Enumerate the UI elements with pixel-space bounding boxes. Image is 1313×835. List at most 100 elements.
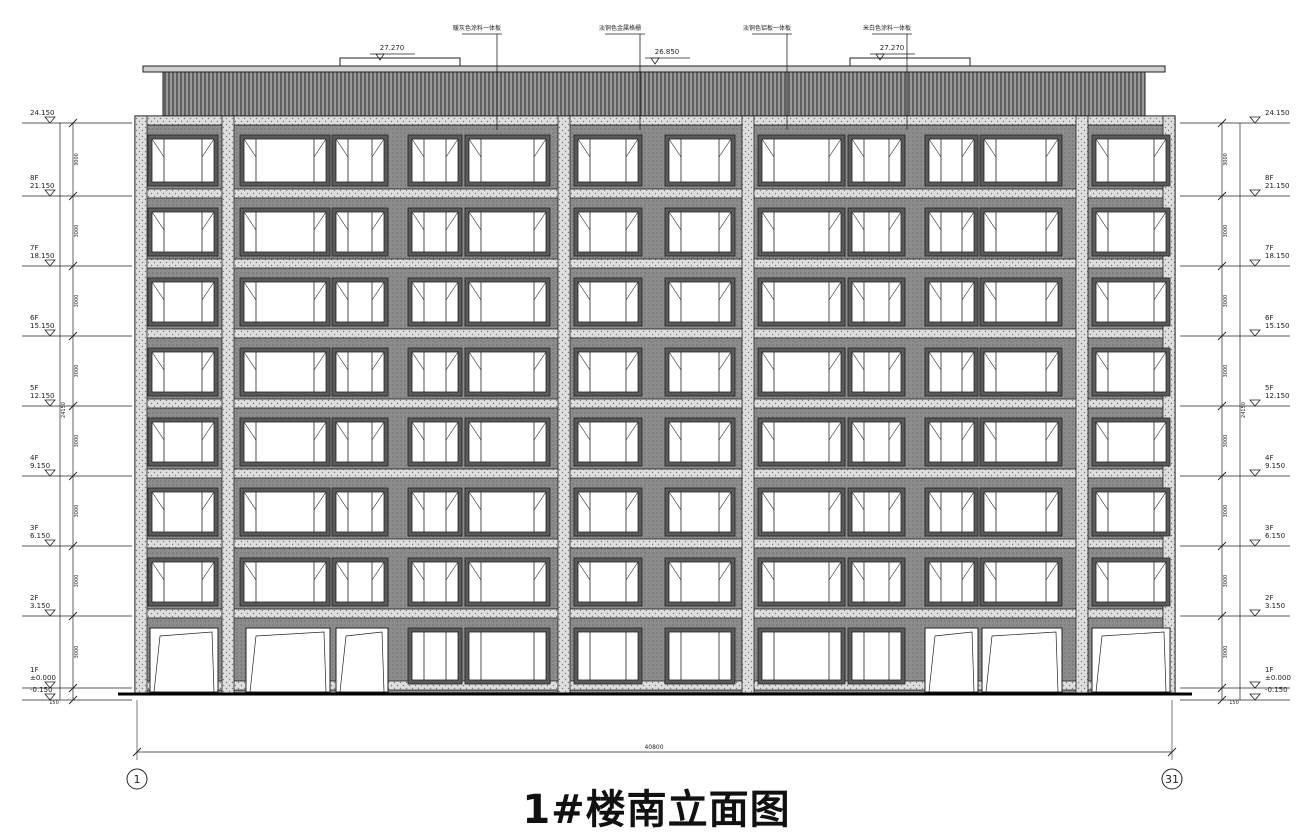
window-glass (243, 281, 327, 323)
window-open-mark (1095, 211, 1109, 231)
window-open-mark (961, 138, 975, 158)
window-open-mark (983, 561, 997, 581)
elevation-label: 9.150 (1265, 462, 1285, 470)
window-open-mark (577, 561, 591, 581)
window-open-mark (761, 491, 775, 511)
window-glass (1095, 211, 1167, 253)
pilaster (1075, 115, 1089, 695)
floor-label: 5F (1265, 384, 1273, 392)
window-open-mark (718, 561, 732, 581)
window-open-mark (468, 138, 482, 158)
entrance-canopy-line (985, 631, 1059, 693)
window-glass (243, 138, 327, 183)
window-glass (468, 281, 547, 323)
roof-level-label: 26.850 (655, 48, 680, 56)
window-glass (468, 421, 547, 463)
window-open-mark (1045, 421, 1059, 441)
window-open-mark (1153, 281, 1167, 301)
dimension-tick (68, 683, 78, 693)
window-glass (668, 561, 732, 603)
window-glass (243, 491, 327, 533)
window-open-mark (201, 421, 215, 441)
level-marker (1249, 329, 1261, 337)
entrance-canopy-line (153, 631, 215, 693)
window-open-mark (468, 351, 482, 371)
window-open-mark (851, 281, 865, 301)
elevation-label: 6.150 (30, 532, 50, 540)
window-open-mark (928, 351, 942, 371)
window-glass (335, 351, 385, 393)
elevation-label: 12.150 (1265, 392, 1290, 400)
window-open-mark (445, 281, 459, 301)
window-open-mark (928, 561, 942, 581)
window-glass (928, 281, 975, 323)
window-open-mark (888, 211, 902, 231)
floor-band (134, 188, 1176, 199)
window-glass (151, 351, 215, 393)
pilaster (134, 115, 148, 695)
window-open-mark (411, 138, 425, 158)
window-open-mark (577, 351, 591, 371)
floor-label: 1F (30, 666, 38, 674)
window-glass (468, 491, 547, 533)
floor-label: 6F (1265, 314, 1273, 322)
elevation-label: 6.150 (1265, 532, 1285, 540)
level-marker (1249, 693, 1261, 701)
window-open-mark (1095, 138, 1109, 158)
level-marker (1249, 189, 1261, 197)
floor-label: 3F (1265, 524, 1273, 532)
window-open-mark (1045, 211, 1059, 231)
window-open-mark (371, 281, 385, 301)
window-open-mark (577, 281, 591, 301)
window-open-mark (1045, 561, 1059, 581)
window-glass (335, 421, 385, 463)
level-marker (44, 469, 56, 477)
window-open-mark (828, 211, 842, 231)
floor-band (134, 608, 1176, 619)
dimension-tick (1217, 611, 1227, 621)
window-glass (411, 631, 459, 681)
window-glass (1095, 561, 1167, 603)
level-marker (44, 681, 56, 689)
window-open-mark (533, 421, 547, 441)
window-open-mark (313, 211, 327, 231)
window-glass (1095, 351, 1167, 393)
window-glass (468, 631, 547, 681)
window-glass (1095, 138, 1167, 183)
window-glass (1095, 281, 1167, 323)
entrance-canopy-line (928, 631, 975, 693)
window-open-mark (243, 421, 257, 441)
level-marker (1249, 116, 1261, 124)
window-open-mark (533, 211, 547, 231)
floor-label: 1F (1265, 666, 1273, 674)
elevation-label: 21.150 (1265, 182, 1290, 190)
level-marker (1249, 259, 1261, 267)
window-open-mark (411, 561, 425, 581)
level-marker (1249, 539, 1261, 547)
window-open-mark (1095, 561, 1109, 581)
elevation-label: 15.150 (1265, 322, 1290, 330)
window-glass (411, 561, 459, 603)
dimension-tick (1217, 683, 1227, 693)
elevation-label: -0.150 (30, 686, 53, 694)
window-glass (335, 138, 385, 183)
material-annotation: 暖灰色涂料一体板 (453, 24, 501, 32)
window-open-mark (888, 351, 902, 371)
window-glass (983, 421, 1059, 463)
window-open-mark (828, 491, 842, 511)
elevation-label: 21.150 (30, 182, 55, 190)
window-open-mark (313, 491, 327, 511)
window-open-mark (1153, 351, 1167, 371)
window-glass (761, 351, 842, 393)
window-open-mark (371, 421, 385, 441)
window-open-mark (335, 351, 349, 371)
window-open-mark (151, 421, 165, 441)
window-open-mark (1095, 421, 1109, 441)
window-open-mark (371, 351, 385, 371)
dimension-tick (68, 541, 78, 551)
ground-dim: 150 (1229, 700, 1239, 706)
window-open-mark (888, 561, 902, 581)
story-dimension: 3000 (74, 225, 80, 238)
